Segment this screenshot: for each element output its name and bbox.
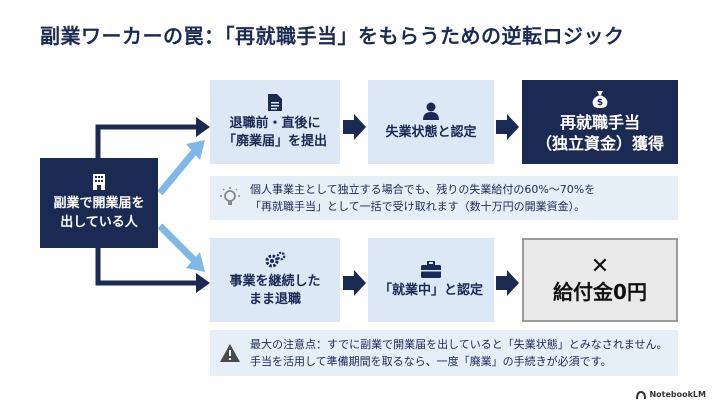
bottom-step1-box: 事業を継続した まま退職 [210, 238, 340, 322]
warning-icon [210, 343, 250, 363]
top-step2-line1: 失業状態と認定 [385, 125, 477, 140]
money-bag-icon: $ [591, 90, 609, 108]
start-box: 副業で開業届を 出している人 [40, 158, 158, 248]
building-icon [92, 174, 106, 190]
diagonal-arrow-down [157, 223, 197, 263]
top-result-line2: （独立資金）獲得 [535, 134, 664, 153]
briefcase-icon [421, 260, 441, 278]
top-step2-box: 失業状態と認定 [368, 80, 494, 164]
bottom-step2-box: 「就業中」と認定 [368, 238, 494, 322]
top-result-box: $ 再就職手当 （独立資金）獲得 [522, 80, 678, 164]
gears-icon [264, 251, 286, 269]
document-icon [268, 93, 282, 111]
cross-mark-icon: ✕ [590, 254, 610, 279]
diagonal-arrow-up [157, 149, 197, 196]
warning-note-line2: 手当を活用して準備期間を取るなら、一度「廃業」の手続きが必須です。 [250, 355, 612, 368]
info-note-line2: 「再就職手当」として一括で受け取れます（数十万円の開業資金）。 [250, 200, 586, 213]
top-arrow-2 [496, 114, 519, 140]
start-line1: 副業で開業届を [53, 196, 145, 211]
svg-text:$: $ [597, 98, 603, 108]
bottom-step1-line1: 事業を継続した [229, 274, 321, 289]
notebooklm-logo-icon [636, 390, 647, 399]
footer-label: NotebookLM [649, 390, 706, 399]
top-arrow-1 [343, 114, 366, 140]
top-result-line1: 再就職手当 [559, 113, 640, 132]
start-line2: 出している人 [60, 215, 138, 230]
warning-note: 最大の注意点：すでに副業で開業届を出していると「失業状態」とみなされません。 手… [210, 330, 678, 376]
person-icon [422, 102, 440, 120]
warning-note-line1: 最大の注意点：すでに副業で開業届を出していると「失業状態」とみなされません。 [250, 338, 668, 351]
bottom-bracket-arrowhead [196, 273, 210, 293]
lightbulb-icon [210, 187, 250, 209]
top-step1-line1: 退職前・直後に [229, 115, 321, 131]
bottom-result-line1: 給付金0円 [553, 280, 647, 304]
info-note: 個人事業主として独立する場合でも、残りの失業給付の60%〜70%を 「再就職手当… [210, 176, 678, 220]
bottom-step1-line2: まま退職 [248, 292, 301, 307]
bottom-step2-line1: 「就業中」と認定 [378, 282, 483, 298]
bottom-result-box: ✕ 給付金0円 [522, 238, 678, 322]
info-note-line1: 個人事業主として独立する場合でも、残りの失業給付の60%〜70%を [250, 183, 596, 196]
bottom-arrow-2 [496, 270, 519, 296]
top-step1-box: 退職前・直後に 「廃業届」を提出 [210, 80, 340, 164]
top-bracket-arrowhead [196, 117, 210, 137]
footer-brand: NotebookLM [636, 390, 706, 399]
top-step1-line2: 「廃業届」を提出 [222, 133, 327, 149]
bottom-arrow-1 [343, 270, 366, 296]
page-title: 副業ワーカーの罠：「再就職手当」をもらうための逆転ロジック [40, 24, 625, 48]
